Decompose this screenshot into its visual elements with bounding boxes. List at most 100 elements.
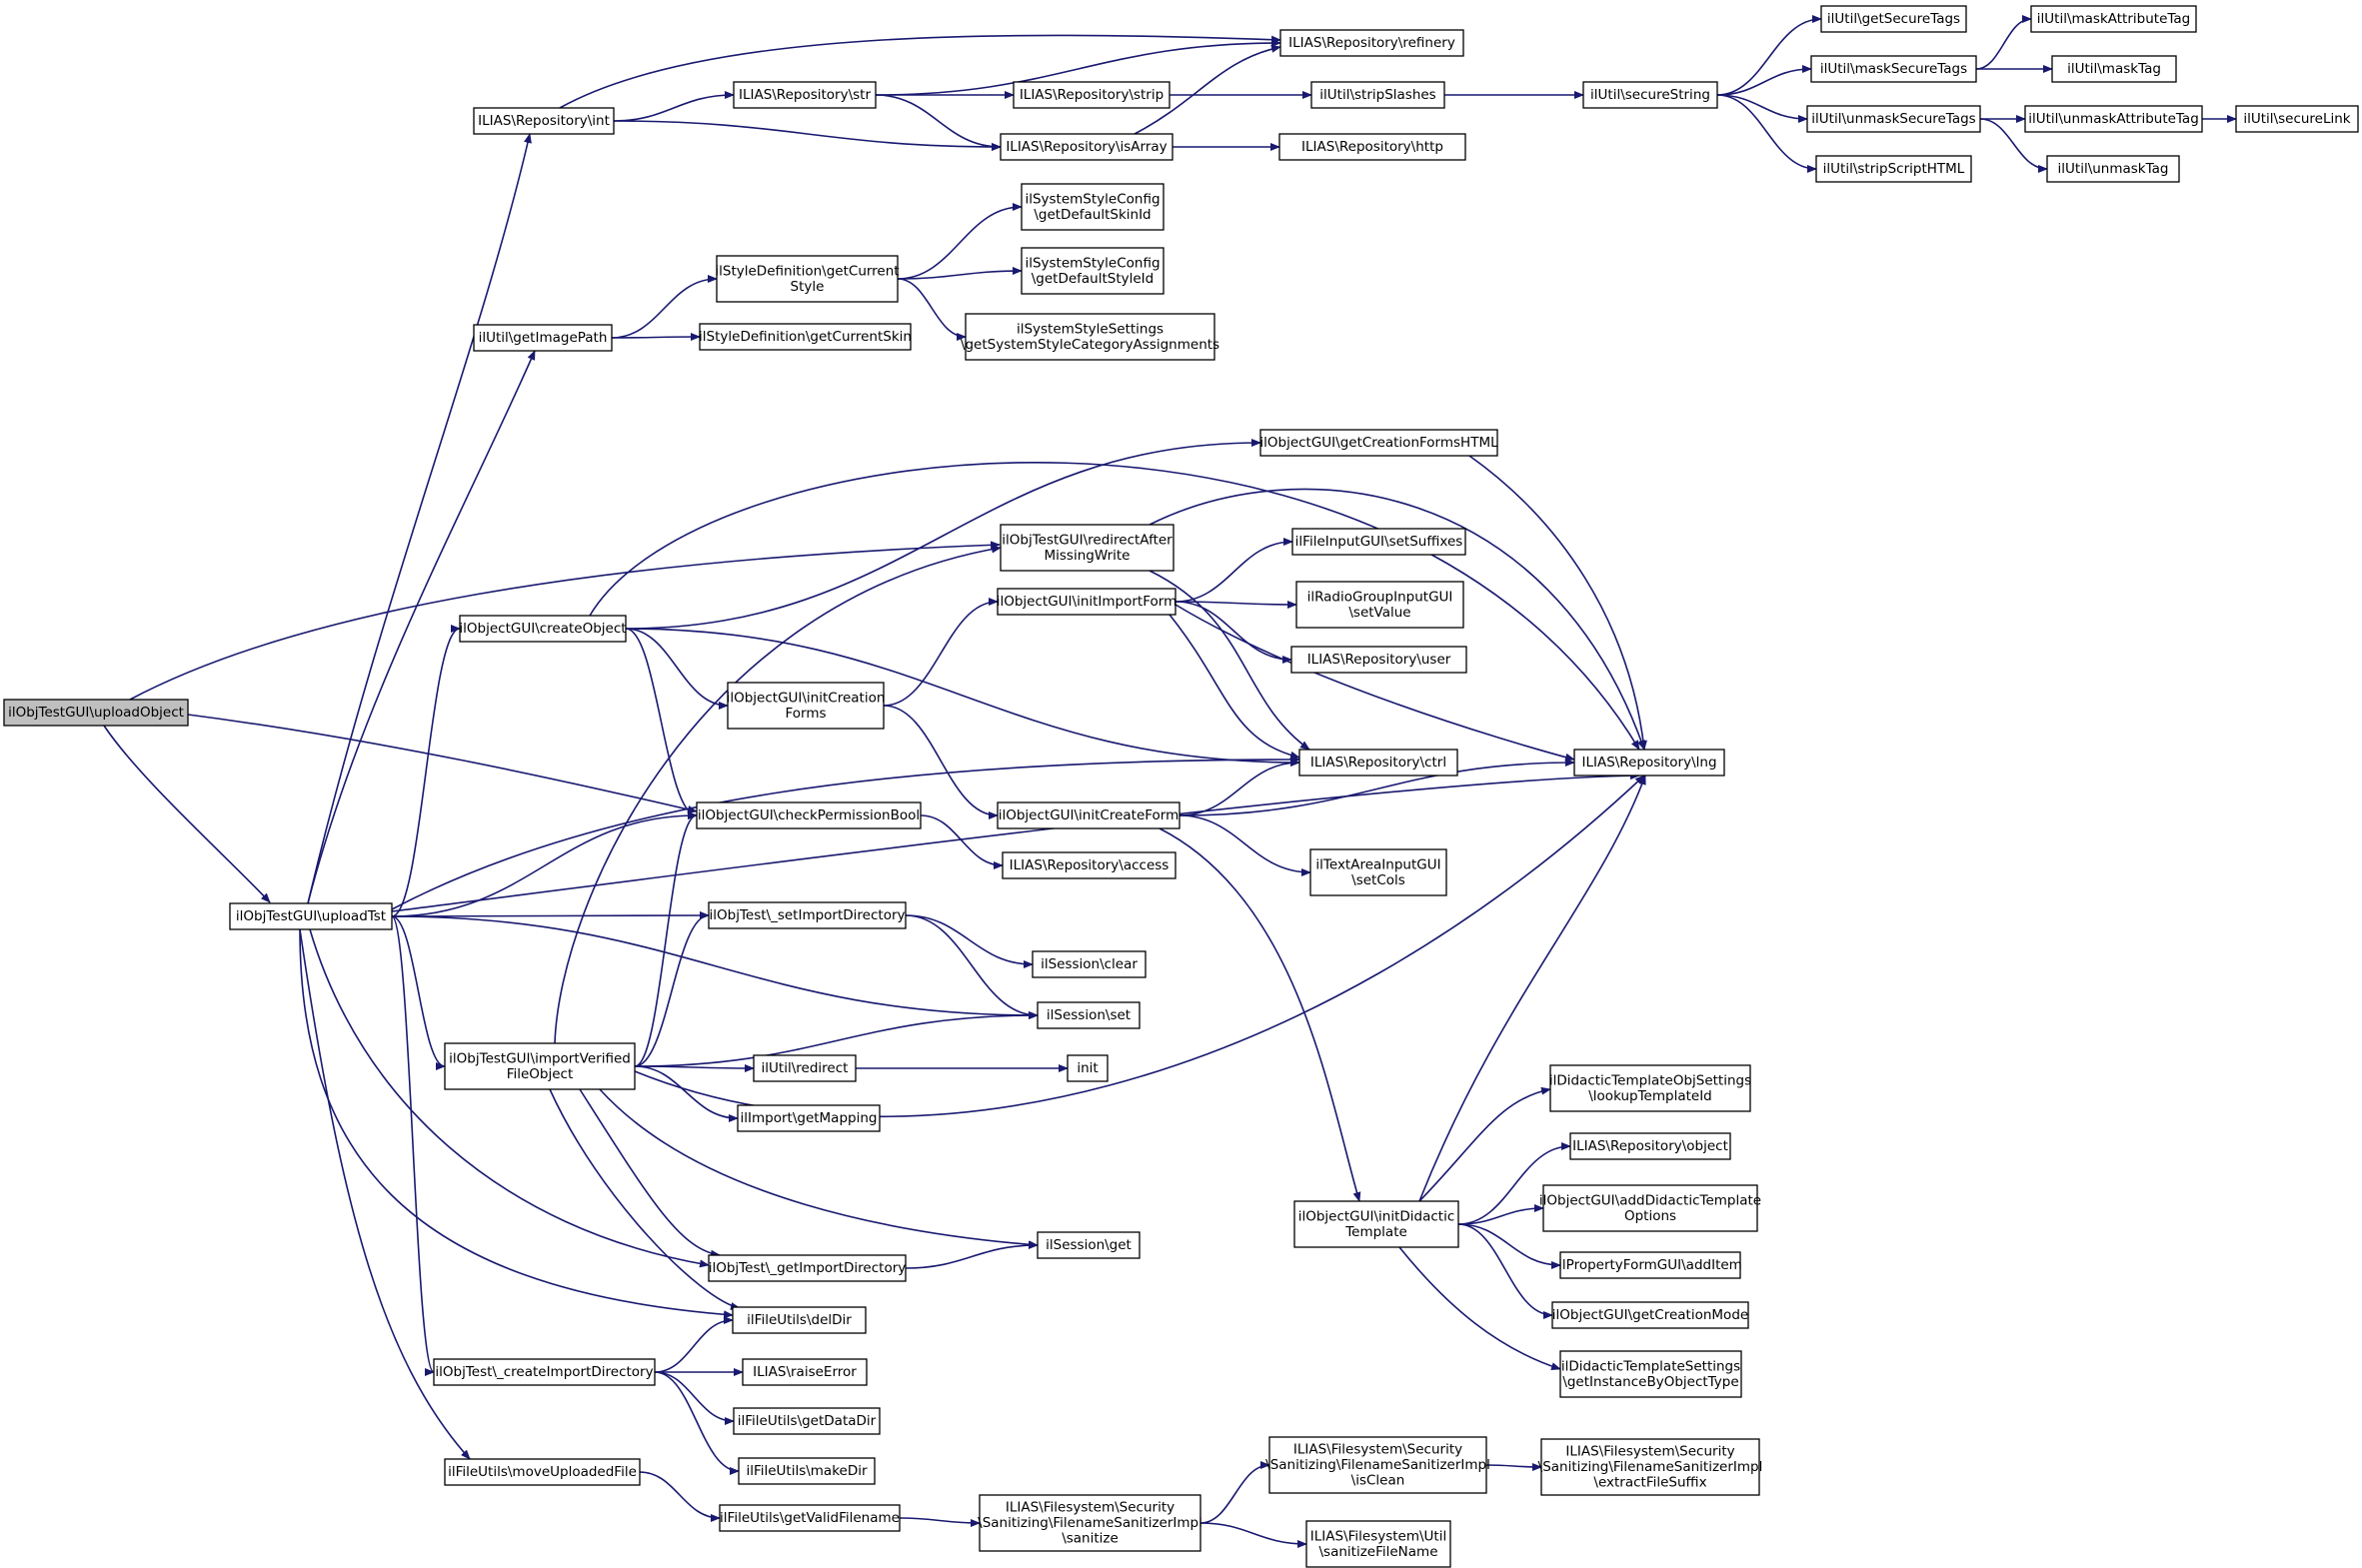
function-node[interactable]: ilFileUtils\delDir <box>732 1306 867 1334</box>
node-label: Options <box>1624 1208 1676 1224</box>
function-node[interactable]: ilPropertyFormGUI\addItem <box>1558 1251 1742 1279</box>
function-node[interactable]: ilUtil\stripSlashes <box>1310 81 1445 109</box>
function-node[interactable]: ilStyleDefinition\getCurrentSkin <box>699 323 912 351</box>
function-node[interactable]: ilDidacticTemplateObjSettings\lookupTemp… <box>1549 1064 1751 1112</box>
function-node[interactable]: ilFileInputGUI\setSuffixes <box>1291 528 1466 556</box>
node-box <box>1000 133 1174 161</box>
function-node[interactable]: ILIAS\raiseError <box>742 1358 868 1386</box>
function-node[interactable]: ILIAS\Filesystem\Security\Sanitizing\Fil… <box>978 1494 1202 1552</box>
call-edge <box>654 1371 740 1475</box>
function-node[interactable]: ilUtil\redirect <box>753 1054 857 1082</box>
function-node[interactable]: init <box>1067 1054 1109 1082</box>
function-node[interactable]: ILIAS\Repository\user <box>1290 646 1467 674</box>
function-node[interactable]: ilObjTestGUI\uploadTst <box>229 902 393 930</box>
function-node[interactable]: ilSystemStyleConfig\getDefaultStyleId <box>1021 247 1165 295</box>
node-label: ILIAS\Repository\object <box>1572 1138 1728 1154</box>
function-node[interactable]: ilSystemStyleSettings\getSystemStyleCate… <box>961 313 1219 361</box>
edge-arrow <box>634 811 698 1067</box>
function-node[interactable]: ilUtil\maskTag <box>2051 55 2177 83</box>
node-box <box>1037 1001 1141 1029</box>
call-edge <box>625 628 698 819</box>
edge-arrow <box>129 541 1001 701</box>
function-node[interactable]: ILIAS\Repository\strip <box>1013 81 1171 109</box>
function-node[interactable]: ILIAS\Filesystem\Util\sanitizeFileName <box>1305 1520 1451 1568</box>
function-node[interactable]: ilUtil\getImagePath <box>473 324 613 352</box>
node-label: \getInstanceByObjectType <box>1562 1374 1738 1390</box>
call-edge <box>905 1241 1039 1269</box>
function-node[interactable]: ilObjectGUI\createObject <box>459 615 627 643</box>
edge-arrow <box>1134 44 1281 135</box>
node-box <box>2030 5 2197 33</box>
function-node[interactable]: ilSystemStyleConfig\getDefaultSkinId <box>1021 183 1165 231</box>
node-box <box>716 255 899 303</box>
call-edge <box>625 628 1300 767</box>
function-node[interactable]: ILIAS\Repository\ctrl <box>1298 749 1458 777</box>
function-node[interactable]: ilUtil\getSecureTags <box>1820 5 1967 33</box>
node-box <box>1293 1200 1459 1248</box>
function-node[interactable]: ilFileUtils\makeDir <box>738 1457 876 1485</box>
function-node[interactable]: ilUtil\stripScriptHTML <box>1815 155 1972 183</box>
function-node[interactable]: ILIAS\Repository\lng <box>1573 749 1725 777</box>
function-node[interactable]: ILIAS\Repository\access <box>1002 851 1177 879</box>
function-node[interactable]: ilFileUtils\getValidFilename <box>719 1504 901 1532</box>
function-node[interactable]: ilRadioGroupInputGUI\setValue <box>1295 581 1464 629</box>
function-node[interactable]: ilSession\set <box>1037 1001 1141 1029</box>
function-node[interactable]: ilObjectGUI\getCreationFormsHTML <box>1259 429 1498 457</box>
edge-arrow <box>1159 827 1361 1202</box>
function-node[interactable]: ilTextAreaInputGUI\setCols <box>1309 848 1447 896</box>
function-node[interactable]: ilUtil\secureLink <box>2235 105 2359 133</box>
root-function-node[interactable]: ilObjTestGUI\uploadObject <box>3 699 189 727</box>
function-node[interactable]: ilObjectGUI\getCreationMode <box>1551 1301 1749 1329</box>
function-node[interactable]: ilObjTest\_getImportDirectory <box>708 1254 907 1282</box>
node-box <box>965 313 1215 361</box>
edge-arrow <box>625 628 698 819</box>
function-node[interactable]: ilObjTest\_setImportDirectory <box>708 901 907 929</box>
edge-arrow <box>391 915 435 1376</box>
function-node[interactable]: ilUtil\secureString <box>1582 81 1718 109</box>
function-node[interactable]: ilImport\getMapping <box>737 1104 881 1132</box>
edge-arrow <box>391 811 698 917</box>
function-node[interactable]: ilUtil\maskSecureTags <box>1810 55 1977 83</box>
function-node[interactable]: ilSession\get <box>1037 1231 1141 1259</box>
node-label: ILIAS\Repository\strip <box>1020 87 1164 103</box>
function-node[interactable]: ILIAS\Repository\int <box>473 107 615 135</box>
function-node[interactable]: ilObjectGUI\initImportForm <box>997 588 1178 616</box>
function-node[interactable]: ilUtil\maskAttributeTag <box>2030 5 2197 33</box>
function-node[interactable]: ILIAS\Repository\isArray <box>1000 133 1174 161</box>
function-node[interactable]: ilUtil\unmaskTag <box>2046 155 2180 183</box>
node-label: ilUtil\getImagePath <box>479 330 608 346</box>
function-node[interactable]: ilUtil\unmaskAttributeTag <box>2024 105 2203 133</box>
function-node[interactable]: ilFileUtils\moveUploadedFile <box>444 1458 641 1486</box>
function-node[interactable]: ilObjectGUI\initCreateForm <box>997 801 1181 829</box>
function-node[interactable]: ilObjTest\_createImportDirectory <box>433 1358 656 1386</box>
call-edge <box>634 1065 739 1122</box>
node-label: \lookupTemplateId <box>1588 1088 1712 1104</box>
node-label: ILIAS\Repository\http <box>1301 139 1443 155</box>
node-box <box>737 1104 881 1132</box>
call-edge <box>654 1316 734 1373</box>
edge-arrow <box>1398 1246 1561 1370</box>
edge-arrow <box>625 439 1261 630</box>
node-label: ilObjTest\_setImportDirectory <box>710 907 906 923</box>
node-label: ilObjTestGUI\uploadObject <box>8 705 184 721</box>
function-node[interactable]: ILIAS\Repository\str <box>733 81 877 109</box>
node-label: ilStyleDefinition\getCurrent <box>715 263 899 279</box>
function-node[interactable]: ILIAS\Repository\object <box>1569 1132 1731 1160</box>
function-node[interactable]: ILIAS\Filesystem\Security\Sanitizing\Fil… <box>1265 1436 1490 1494</box>
function-node[interactable]: ILIAS\Filesystem\Security\Sanitizing\Fil… <box>1538 1438 1763 1496</box>
function-node[interactable]: ilDidacticTemplateSettings\getInstanceBy… <box>1559 1350 1742 1398</box>
function-node[interactable]: ILIAS\Repository\http <box>1278 133 1466 161</box>
node-label: \getDefaultStyleId <box>1032 271 1155 287</box>
function-node[interactable]: ilObjectGUI\checkPermissionBool <box>696 801 922 829</box>
function-node[interactable]: ilSession\clear <box>1032 950 1147 978</box>
function-node[interactable]: ilUtil\unmaskSecureTags <box>1806 105 1981 133</box>
function-node[interactable]: ILIAS\Repository\refinery <box>1279 29 1464 57</box>
function-node[interactable]: ilFileUtils\getDataDir <box>733 1407 881 1435</box>
node-label: ilSystemStyleConfig <box>1025 191 1160 207</box>
